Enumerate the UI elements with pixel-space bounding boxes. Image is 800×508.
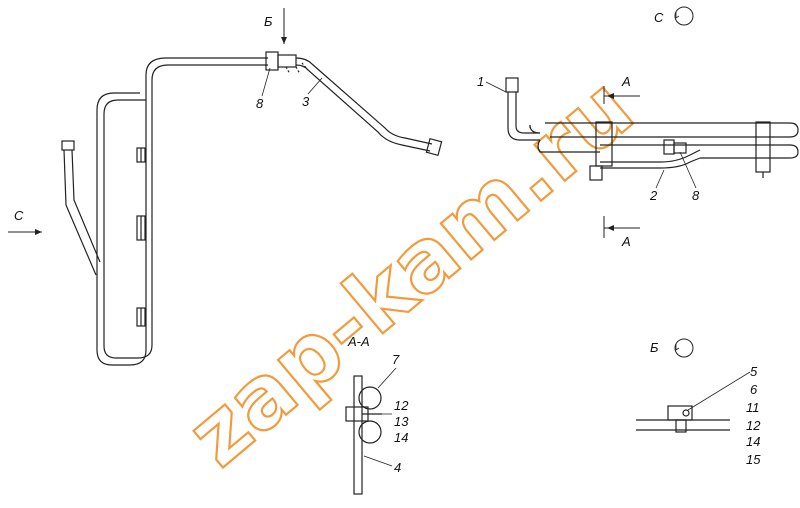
part-label-1: 1	[477, 74, 484, 89]
part-label-7: 7	[392, 352, 400, 367]
section-arrow-a-top: А	[603, 74, 640, 104]
pipe-lower-a	[600, 144, 799, 159]
part-label-2: 2	[649, 188, 658, 203]
part-label-13: 13	[394, 414, 409, 429]
bracket-left	[595, 121, 613, 167]
main-view-left	[61, 51, 443, 366]
pipe-vertical-inner	[103, 80, 153, 359]
pipe-loop-outer	[145, 57, 268, 76]
pipe-left-slant	[63, 149, 101, 276]
pipe-3-inner	[295, 64, 431, 152]
view-b-detail: Б 5 6 11 12 14 15	[636, 338, 761, 467]
part-label-4: 4	[394, 460, 401, 475]
part-label-5: 5	[750, 364, 758, 379]
pipe-loop-inner	[151, 64, 268, 81]
pipe-section-top	[358, 386, 382, 410]
section-aa-title: А-А	[347, 334, 370, 349]
section-aa-view	[345, 375, 382, 495]
view-arrow-c: C	[8, 208, 42, 235]
fitting-8-right	[663, 139, 675, 155]
pipe-left-cap	[61, 140, 75, 151]
fitting-8-top	[265, 51, 279, 71]
bracket-4-plate	[353, 375, 363, 495]
view-c-header: C	[654, 6, 694, 26]
pipe-2	[600, 149, 701, 169]
view-c-label: C	[14, 208, 24, 223]
bracket-left-base	[589, 165, 603, 181]
pipe-3-outer	[295, 57, 433, 145]
pipe-upper-b	[537, 139, 600, 153]
part-label-11: 11	[746, 400, 760, 415]
fitting-8-nut	[277, 54, 297, 68]
part-label-14-aa: 14	[394, 430, 408, 445]
watermark-text: zap-kam.ru	[169, 58, 652, 486]
part-label-6: 6	[750, 382, 758, 397]
part-label-8-right: 8	[692, 188, 700, 203]
arrow-a-bottom-label: А	[621, 234, 631, 249]
part-label-8-left: 8	[256, 96, 264, 111]
view-b-label: Б	[264, 14, 273, 29]
part-label-12-b: 12	[746, 418, 761, 433]
pipe-1	[507, 92, 540, 141]
view-b-detail-label: Б	[650, 340, 659, 355]
view-arrow-b: Б	[264, 8, 287, 44]
pipe-vertical-outer	[96, 75, 147, 366]
section-arrow-a-bottom: А	[603, 216, 640, 249]
top-view-right	[505, 77, 799, 181]
fitting-8-right-nut	[673, 142, 687, 154]
pipe-section-bottom	[358, 420, 382, 444]
arrow-a-top-label: А	[621, 74, 631, 89]
clamp-b-base	[675, 419, 687, 433]
part-label-3: 3	[302, 94, 310, 109]
view-c-header-label: C	[654, 10, 664, 25]
part-label-15: 15	[746, 452, 761, 467]
bracket-right	[755, 121, 771, 173]
part-label-12-aa: 12	[394, 398, 409, 413]
part-label-14-b: 14	[746, 434, 760, 449]
fitting-1	[505, 77, 519, 93]
pipe-upper-a	[529, 122, 799, 138]
pipe-3-end-fitting	[425, 137, 443, 157]
